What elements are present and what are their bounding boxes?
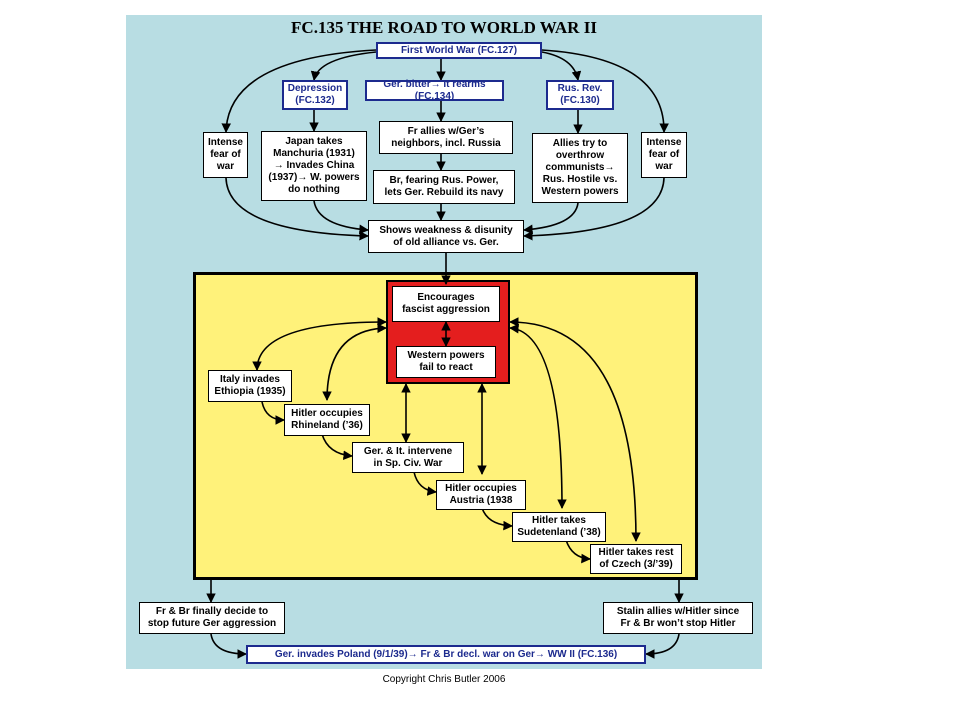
box-depression: Depression (FC.132): [282, 80, 348, 110]
page-title: FC.135 THE ROAD TO WORLD WAR II: [291, 18, 597, 37]
box-spain-civil-war: Ger. & It. intervene in Sp. Civ. War: [352, 442, 464, 473]
arrow-wwi-depression: [310, 51, 377, 81]
arrow-spain-austria: [413, 471, 437, 496]
box-rest-of-czech: Hitler takes rest of Czech (3/’39): [590, 544, 682, 574]
box-first-world-war: First World War (FC.127): [376, 42, 542, 59]
arrow-sudeten-czech: [565, 539, 591, 564]
arrow-frbr-poland: [210, 633, 247, 659]
box-allies-try: Allies try to overthrow communists→ Rus.…: [532, 133, 628, 203]
box-ger-bitter: Ger. bitter→ It rearms (FC.134): [365, 79, 504, 102]
arrow-italy-rhineland: [261, 401, 285, 425]
arrow-wwi-fear-left: [221, 49, 377, 133]
arrow-wwi-rusrev: [541, 51, 582, 81]
box-austria: Hitler occupies Austria (1938: [436, 480, 526, 510]
box-fear-of-war-left: Intense fear of war: [203, 132, 248, 178]
arrow-fear-right-weakness: [523, 177, 665, 241]
box-germany-invades-poland: Ger. invades Poland (9/1/39)→ Fr & Br de…: [246, 645, 646, 664]
box-fr-br-decide: Fr & Br finally decide to stop future Ge…: [139, 602, 285, 634]
box-sudetenland: Hitler takes Sudetenland (’38): [512, 512, 606, 542]
arrow-austria-sudeten: [481, 507, 513, 531]
box-fr-allies: Fr allies w/Ger’s neighbors, incl. Russi…: [379, 121, 513, 154]
arrow-japan-weakness: [313, 200, 369, 235]
box-fear-of-war-right: Intense fear of war: [641, 132, 687, 178]
box-rhineland: Hitler occupies Rhineland (’36): [284, 404, 370, 436]
box-italy-ethiopia: Italy invades Ethiopia (1935): [208, 370, 292, 402]
box-encourages-aggression: Encourages fascist aggression: [392, 286, 500, 322]
arrow-wwi-fear-right: [541, 49, 669, 133]
arrow-stalin-poland: [645, 633, 680, 659]
arrow-encourages-italy: [252, 317, 387, 371]
arrow-alliestry-weakness: [523, 202, 579, 235]
arrow-encourages-rhineland: [322, 323, 387, 401]
box-rus-rev: Rus. Rev. (FC.130): [546, 80, 614, 110]
box-shows-weakness: Shows weakness & disunity of old allianc…: [368, 220, 524, 253]
arrow-rhineland-spain: [321, 433, 353, 461]
box-stalin-allies: Stalin allies w/Hitler since Fr & Br won…: [603, 602, 753, 634]
box-western-fail: Western powers fail to react: [396, 346, 496, 378]
box-br-fearing: Br, fearing Rus. Power, lets Ger. Rebuil…: [373, 170, 515, 204]
arrow-fear-left-weakness: [225, 177, 369, 241]
arrow-encourages-czech: [509, 317, 641, 542]
copyright-text: Copyright Chris Butler 2006: [382, 674, 506, 685]
box-japan-manchuria: Japan takes Manchuria (1931) → Invades C…: [261, 131, 367, 201]
